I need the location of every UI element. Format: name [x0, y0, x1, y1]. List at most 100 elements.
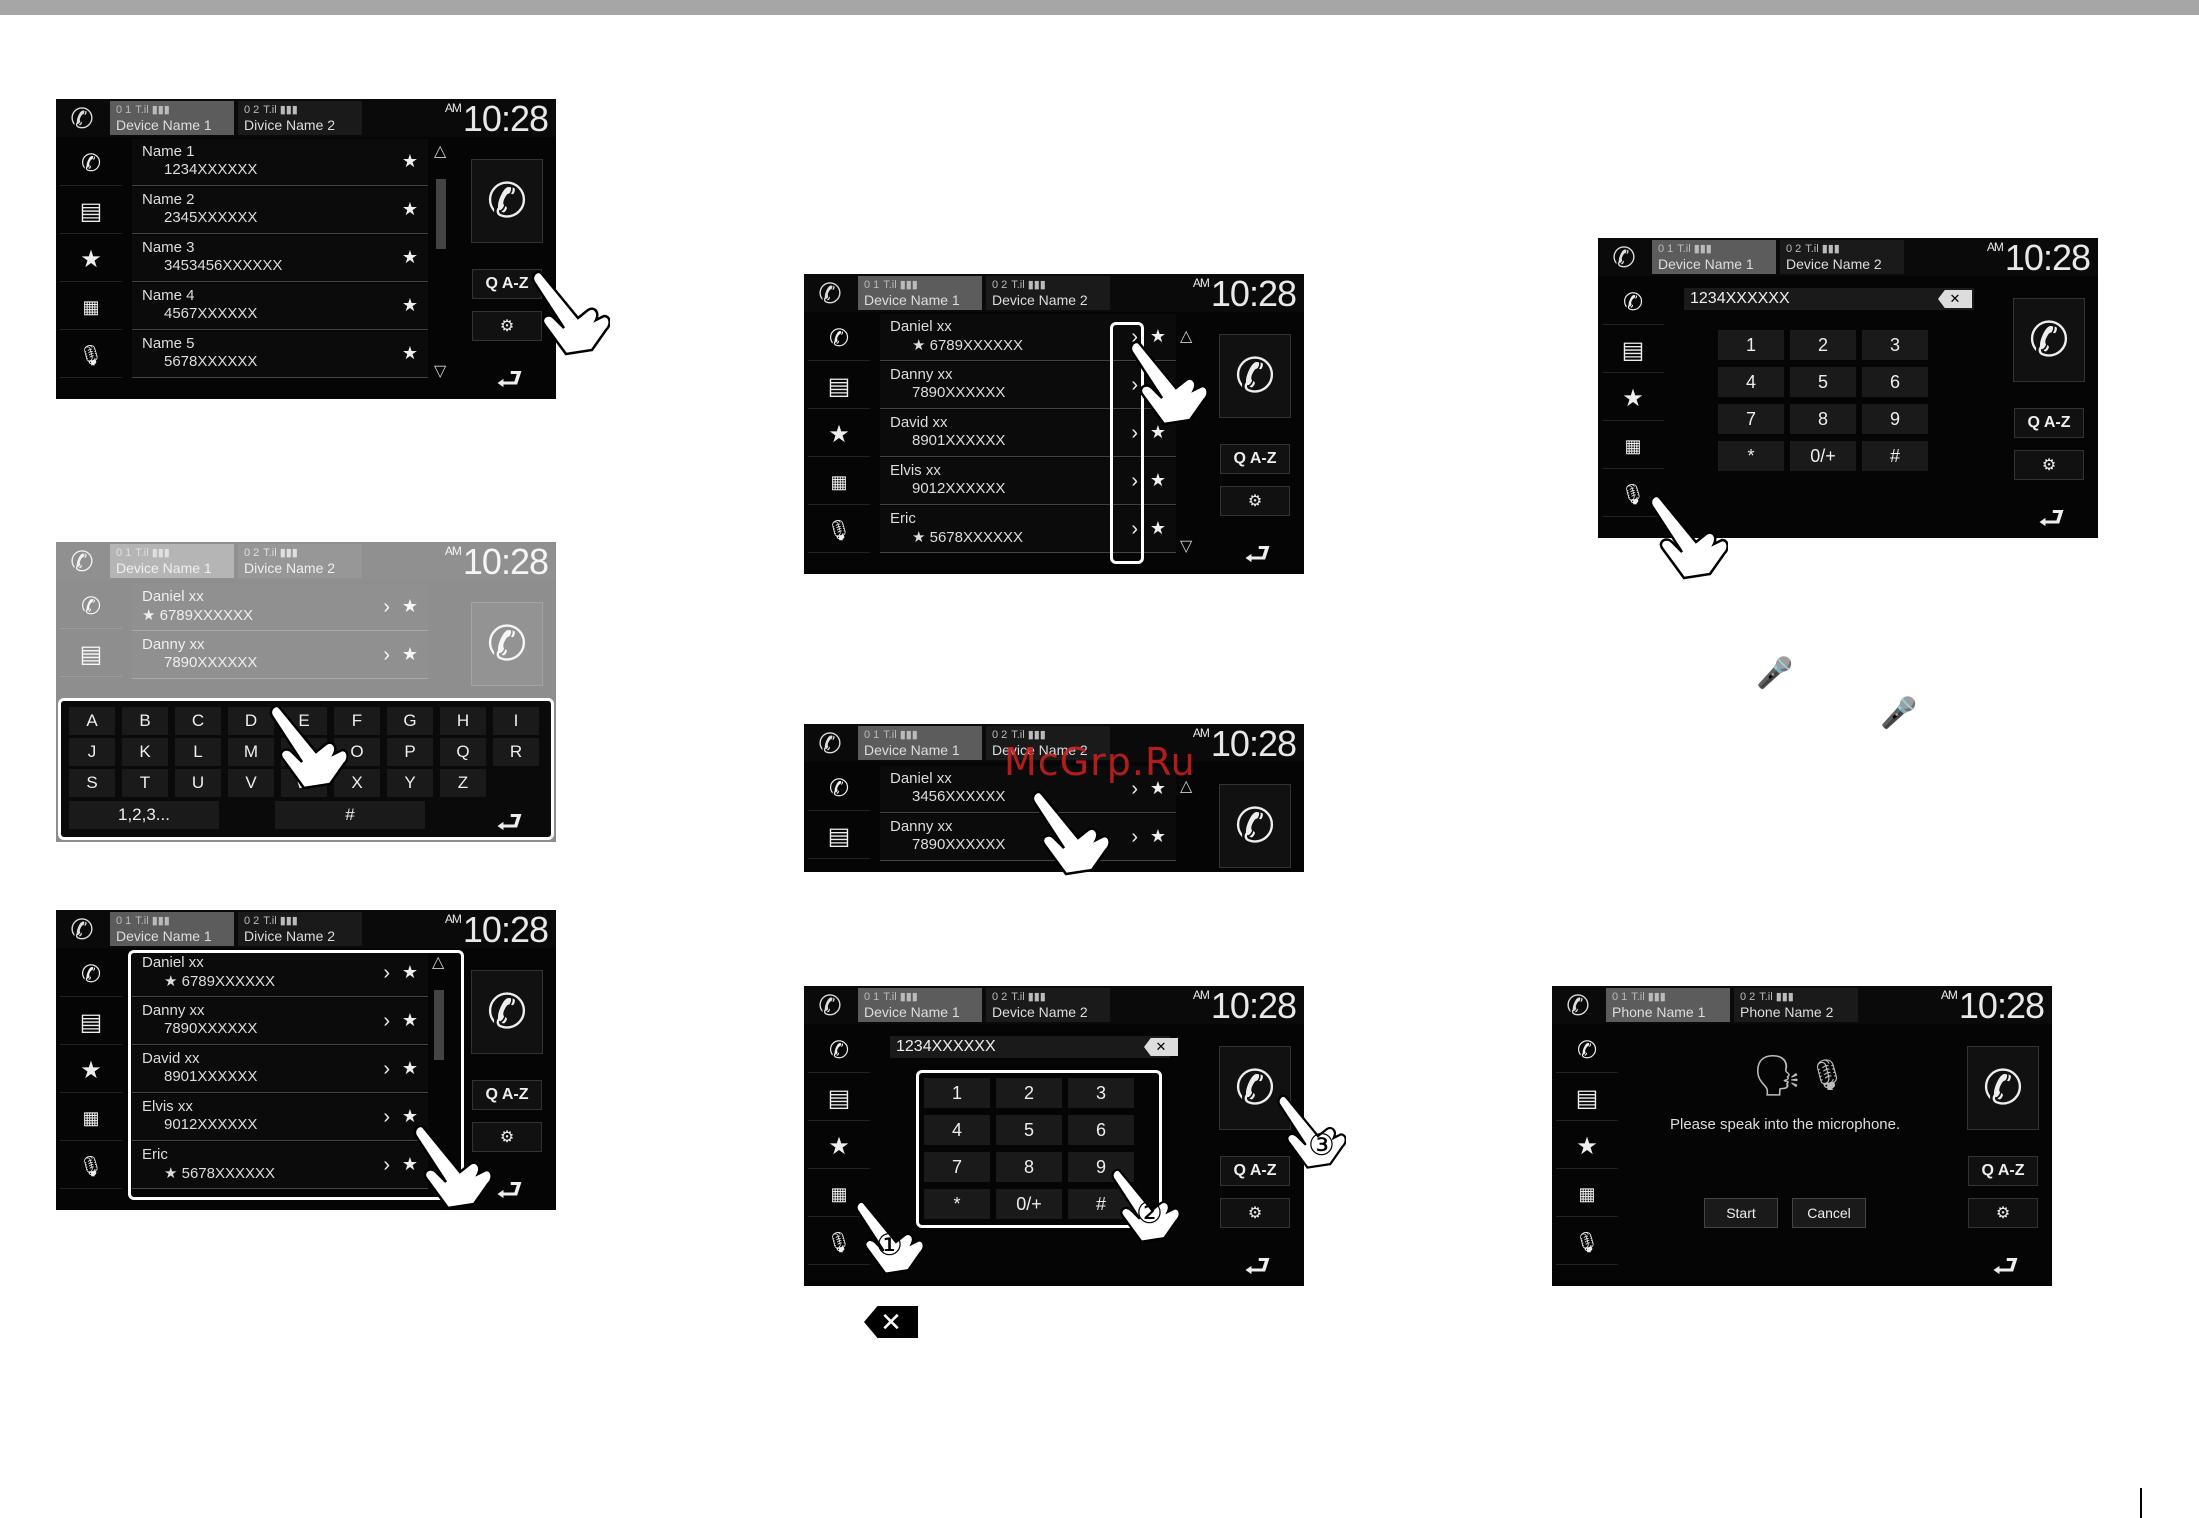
dialpad-key[interactable]: 7 [924, 1152, 990, 1182]
call-history-icon[interactable]: ✆ [808, 766, 870, 811]
chevron-right-icon[interactable]: › [1131, 422, 1138, 444]
number-keys-button[interactable]: 1,2,3... [69, 801, 219, 829]
back-icon[interactable]: ⮐ [496, 1174, 523, 1207]
voice-dial-icon[interactable]: 🎙 [808, 1220, 870, 1265]
call-history-icon[interactable]: ✆ [808, 1028, 870, 1073]
favorite-add-icon[interactable]: ★ [401, 1010, 418, 1030]
settings-button[interactable]: ⚙ [472, 1122, 542, 1152]
list-item[interactable]: Daniel xx 3456XXXXXX › ★ [880, 766, 1176, 813]
key[interactable]: V [228, 769, 274, 797]
call-button[interactable]: ✆ [471, 159, 543, 243]
key[interactable]: X [334, 769, 380, 797]
dialpad-key[interactable]: 9 [1862, 404, 1928, 434]
phonebook-icon[interactable]: ▤ [808, 1076, 870, 1121]
dialpad-icon[interactable]: ▦ [60, 1096, 122, 1141]
key[interactable]: L [175, 738, 221, 766]
device-1-tab[interactable]: 0 1 T.il ▮▮▮Device Name 1 [858, 726, 982, 760]
chevron-right-icon[interactable]: › [1131, 374, 1138, 396]
favorite-add-icon[interactable]: ★ [1149, 422, 1166, 442]
key[interactable]: U [175, 769, 221, 797]
device-1-tab[interactable]: 0 1 T.il ▮▮▮Device Name 1 [1652, 240, 1776, 274]
dialpad-key[interactable]: 2 [1790, 330, 1856, 360]
key[interactable]: D [228, 707, 274, 735]
key[interactable]: B [122, 707, 168, 735]
call-button[interactable]: ✆ [1219, 334, 1291, 418]
key[interactable]: R [493, 738, 539, 766]
key[interactable]: G [387, 707, 433, 735]
key[interactable]: K [122, 738, 168, 766]
dialpad-key[interactable]: * [1718, 441, 1784, 471]
dialpad-icon[interactable]: ▦ [60, 285, 122, 330]
key[interactable]: F [334, 707, 380, 735]
list-item[interactable]: Eric★ 5678XXXXXX›★ [132, 1142, 428, 1189]
key[interactable]: M [228, 738, 274, 766]
dialpad-key[interactable]: 5 [996, 1115, 1062, 1145]
scroll-up-icon[interactable]: △ [434, 143, 447, 160]
phone-icon[interactable]: ✆ [70, 913, 94, 945]
dialpad-key[interactable]: 1 [1718, 330, 1784, 360]
chevron-right-icon[interactable]: › [1131, 326, 1138, 348]
phonebook-icon[interactable]: ▤ [808, 364, 870, 409]
favorite-add-icon[interactable]: ★ [1149, 518, 1166, 538]
settings-button[interactable]: ⚙ [1968, 1198, 2038, 1228]
scroll-up-icon[interactable]: △ [1180, 778, 1193, 795]
key[interactable]: Q [440, 738, 486, 766]
list-item[interactable]: Eric★ 5678XXXXXX›★ [880, 506, 1176, 553]
scroll-down-icon[interactable]: ▽ [1180, 538, 1193, 555]
dialpad-key[interactable]: 1 [924, 1078, 990, 1108]
dialpad-key[interactable]: 8 [996, 1152, 1062, 1182]
phone-icon[interactable]: ✆ [1566, 989, 1590, 1021]
call-history-icon[interactable]: ✆ [60, 141, 122, 186]
voice-dial-icon[interactable]: 🎙 [60, 1144, 122, 1189]
dialpad-key[interactable]: 0/+ [1790, 441, 1856, 471]
scrollbar[interactable] [434, 990, 444, 1060]
scrollbar[interactable] [436, 179, 446, 249]
voice-dial-icon[interactable]: 🎙 [60, 333, 122, 378]
cancel-button[interactable]: Cancel [1792, 1198, 1866, 1228]
favorite-add-icon[interactable]: ★ [401, 1154, 418, 1174]
favorite-add-icon[interactable]: ★ [1149, 326, 1166, 346]
chevron-right-icon[interactable]: › [383, 1106, 390, 1128]
list-item[interactable]: Daniel xx★ 6789XXXXXX›★ [132, 950, 428, 997]
dialpad-key[interactable]: 6 [1862, 367, 1928, 397]
hash-key[interactable]: # [275, 801, 425, 829]
call-button[interactable]: ✆ [1967, 1046, 2039, 1130]
start-button[interactable]: Start [1704, 1198, 1778, 1228]
phone-icon[interactable]: ✆ [70, 102, 94, 134]
favorites-star-icon[interactable]: ★ [1602, 376, 1664, 421]
favorites-star-icon[interactable]: ★ [60, 237, 122, 282]
device-1-tab[interactable]: 0 1 T.il ▮▮▮Device Name 1 [110, 101, 234, 135]
voice-dial-icon[interactable]: 🎙 [1602, 472, 1664, 517]
call-history-icon[interactable]: ✆ [1602, 280, 1664, 325]
az-search-button[interactable]: Q A-Z [1220, 1156, 1290, 1186]
device-2-tab[interactable]: 0 2 T.il ▮▮▮Divice Name 2 [238, 101, 362, 135]
dialpad-key[interactable]: 8 [1790, 404, 1856, 434]
favorite-add-icon[interactable]: ★ [401, 962, 418, 982]
key[interactable]: H [440, 707, 486, 735]
key[interactable]: I [493, 707, 539, 735]
chevron-right-icon[interactable]: › [1131, 826, 1138, 848]
back-icon[interactable]: ⮐ [496, 363, 523, 396]
dialpad-key[interactable]: 5 [1790, 367, 1856, 397]
key[interactable]: S [69, 769, 115, 797]
favorites-star-icon[interactable]: ★ [1556, 1124, 1618, 1169]
back-icon[interactable]: ⮐ [2038, 502, 2065, 535]
phone-number-input[interactable]: 1234XXXXXX [890, 1036, 1170, 1058]
chevron-right-icon[interactable]: › [1131, 518, 1138, 540]
dialpad-key[interactable]: 7 [1718, 404, 1784, 434]
voice-dial-icon[interactable]: 🎙 [808, 508, 870, 553]
device-1-tab[interactable]: 0 1 T.il ▮▮▮Device Name 1 [858, 988, 982, 1022]
back-icon[interactable]: ⮐ [496, 806, 523, 839]
list-item[interactable]: Daniel xx★ 6789XXXXXX›★ [880, 314, 1176, 361]
back-icon[interactable]: ⮐ [1244, 1250, 1271, 1283]
call-button[interactable]: ✆ [1219, 1046, 1291, 1130]
dialpad-icon[interactable]: ▦ [808, 1172, 870, 1217]
dialpad-icon[interactable]: ▦ [1602, 424, 1664, 469]
favorite-add-icon[interactable]: ★ [401, 151, 418, 171]
favorite-add-icon[interactable]: ★ [401, 343, 418, 363]
